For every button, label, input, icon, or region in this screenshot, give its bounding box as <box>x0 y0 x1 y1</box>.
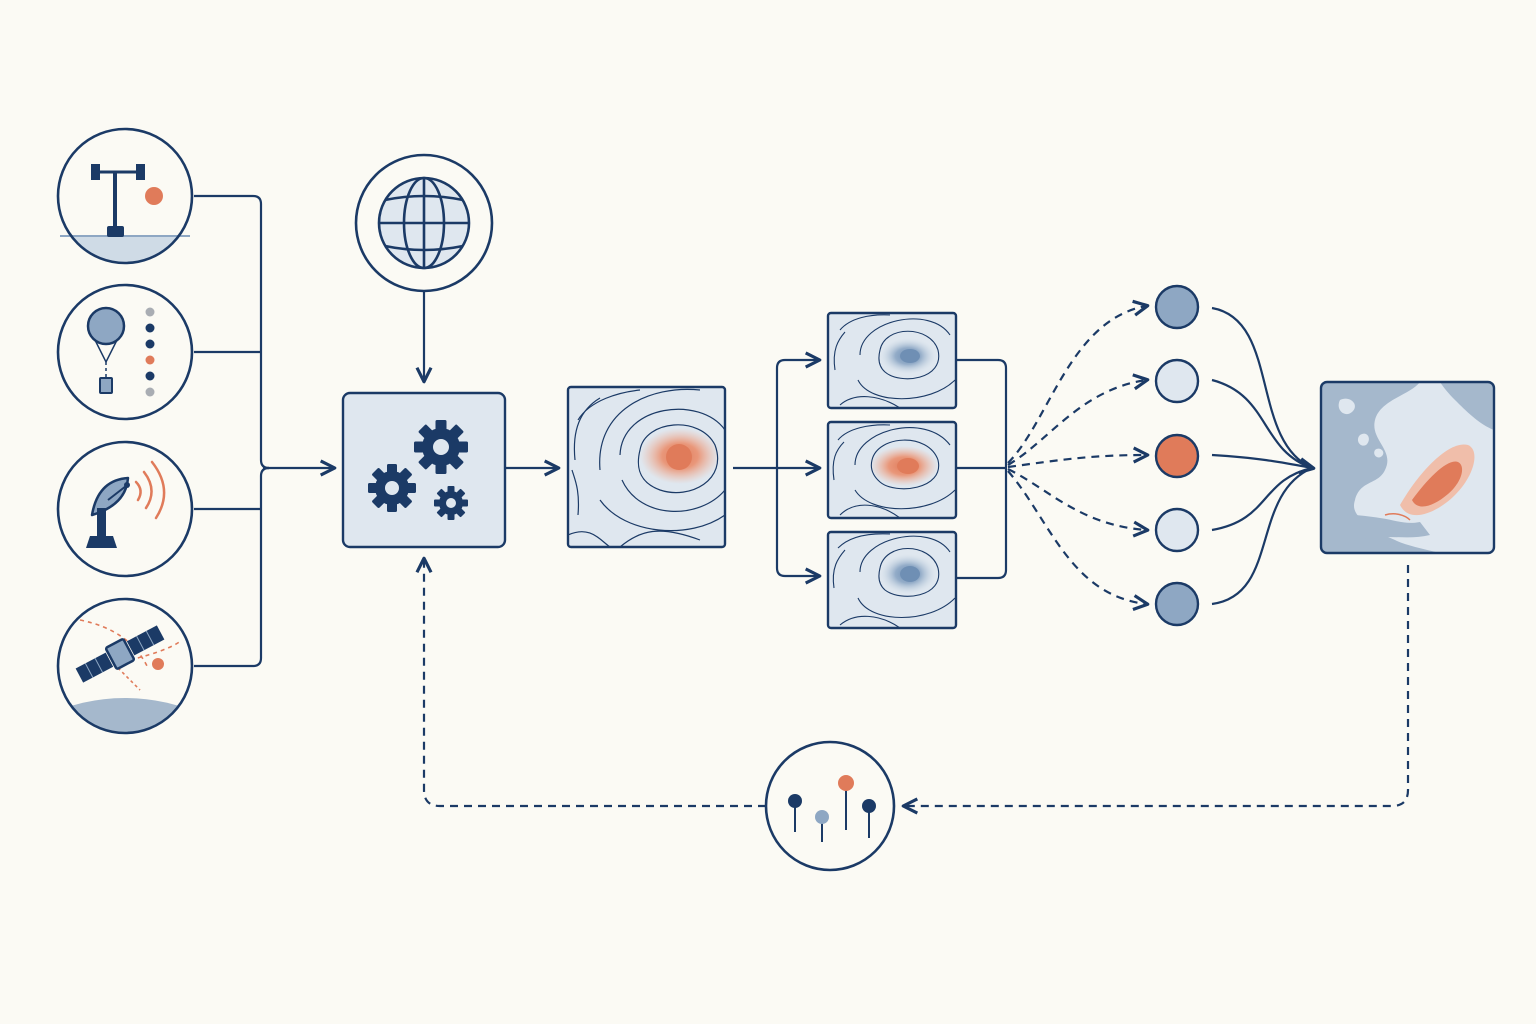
converge-line-5 <box>1211 466 1313 606</box>
lollipop-scores-icon <box>788 775 876 842</box>
outcome-point-4[interactable] <box>1154 507 1200 553</box>
weather-station-icon <box>91 164 163 237</box>
spread-line-5 <box>1007 470 1150 612</box>
ensemble-member-3[interactable] <box>826 530 958 630</box>
satellite-icon <box>75 619 183 691</box>
outcome-point-3[interactable] <box>1154 433 1200 479</box>
contour-map-icon <box>832 424 956 518</box>
converge-line-1 <box>1211 306 1313 470</box>
converge-lines <box>1211 306 1316 606</box>
weather-station-node[interactable] <box>55 127 195 276</box>
feedback-map-to-verification <box>901 565 1410 815</box>
outcome-point-5[interactable] <box>1154 581 1200 627</box>
globe-icon <box>377 176 471 270</box>
satellite-node[interactable] <box>15 597 235 822</box>
outcome-points <box>1154 284 1200 627</box>
connector-satellite <box>194 466 270 668</box>
spread-line-4 <box>1007 468 1150 538</box>
feedback-verification-to-assimilation <box>415 556 766 808</box>
connectors <box>194 194 1410 815</box>
spread-line-1 <box>1007 299 1150 464</box>
spread-line-2 <box>1007 373 1150 466</box>
converge-line-3 <box>1211 453 1316 475</box>
ensemble-member-1[interactable] <box>826 311 958 410</box>
converge-line-2 <box>1211 378 1313 470</box>
outcome-point-1[interactable] <box>1154 284 1200 330</box>
verification-node[interactable] <box>764 740 896 872</box>
converge-line-4 <box>1211 466 1313 532</box>
contour-map-icon <box>832 533 956 628</box>
assimilation-node[interactable] <box>341 391 507 549</box>
contour-map-icon <box>568 388 725 547</box>
global-model-node[interactable] <box>354 153 494 293</box>
earth-limb <box>58 698 192 733</box>
weather-balloon-node[interactable] <box>56 283 194 421</box>
arrow-to-member-1 <box>775 351 822 468</box>
dashed-spread <box>1007 299 1150 612</box>
ensemble-member-2[interactable] <box>826 420 958 520</box>
contour-map-icon <box>833 314 956 408</box>
radar-node[interactable] <box>56 440 194 578</box>
outcome-point-2[interactable] <box>1154 358 1200 404</box>
connector-station <box>194 194 270 470</box>
analysis-field-node[interactable] <box>566 385 727 549</box>
feedback-loop <box>415 556 1410 815</box>
weather-balloon-icon <box>86 306 155 397</box>
storm-map-icon <box>1321 382 1494 553</box>
spread-line-3 <box>1007 446 1150 469</box>
forecast-map-node[interactable] <box>1319 380 1496 555</box>
arrow-to-member-3 <box>775 468 822 585</box>
gears-icon <box>368 420 468 520</box>
radar-dish-icon <box>86 460 166 548</box>
